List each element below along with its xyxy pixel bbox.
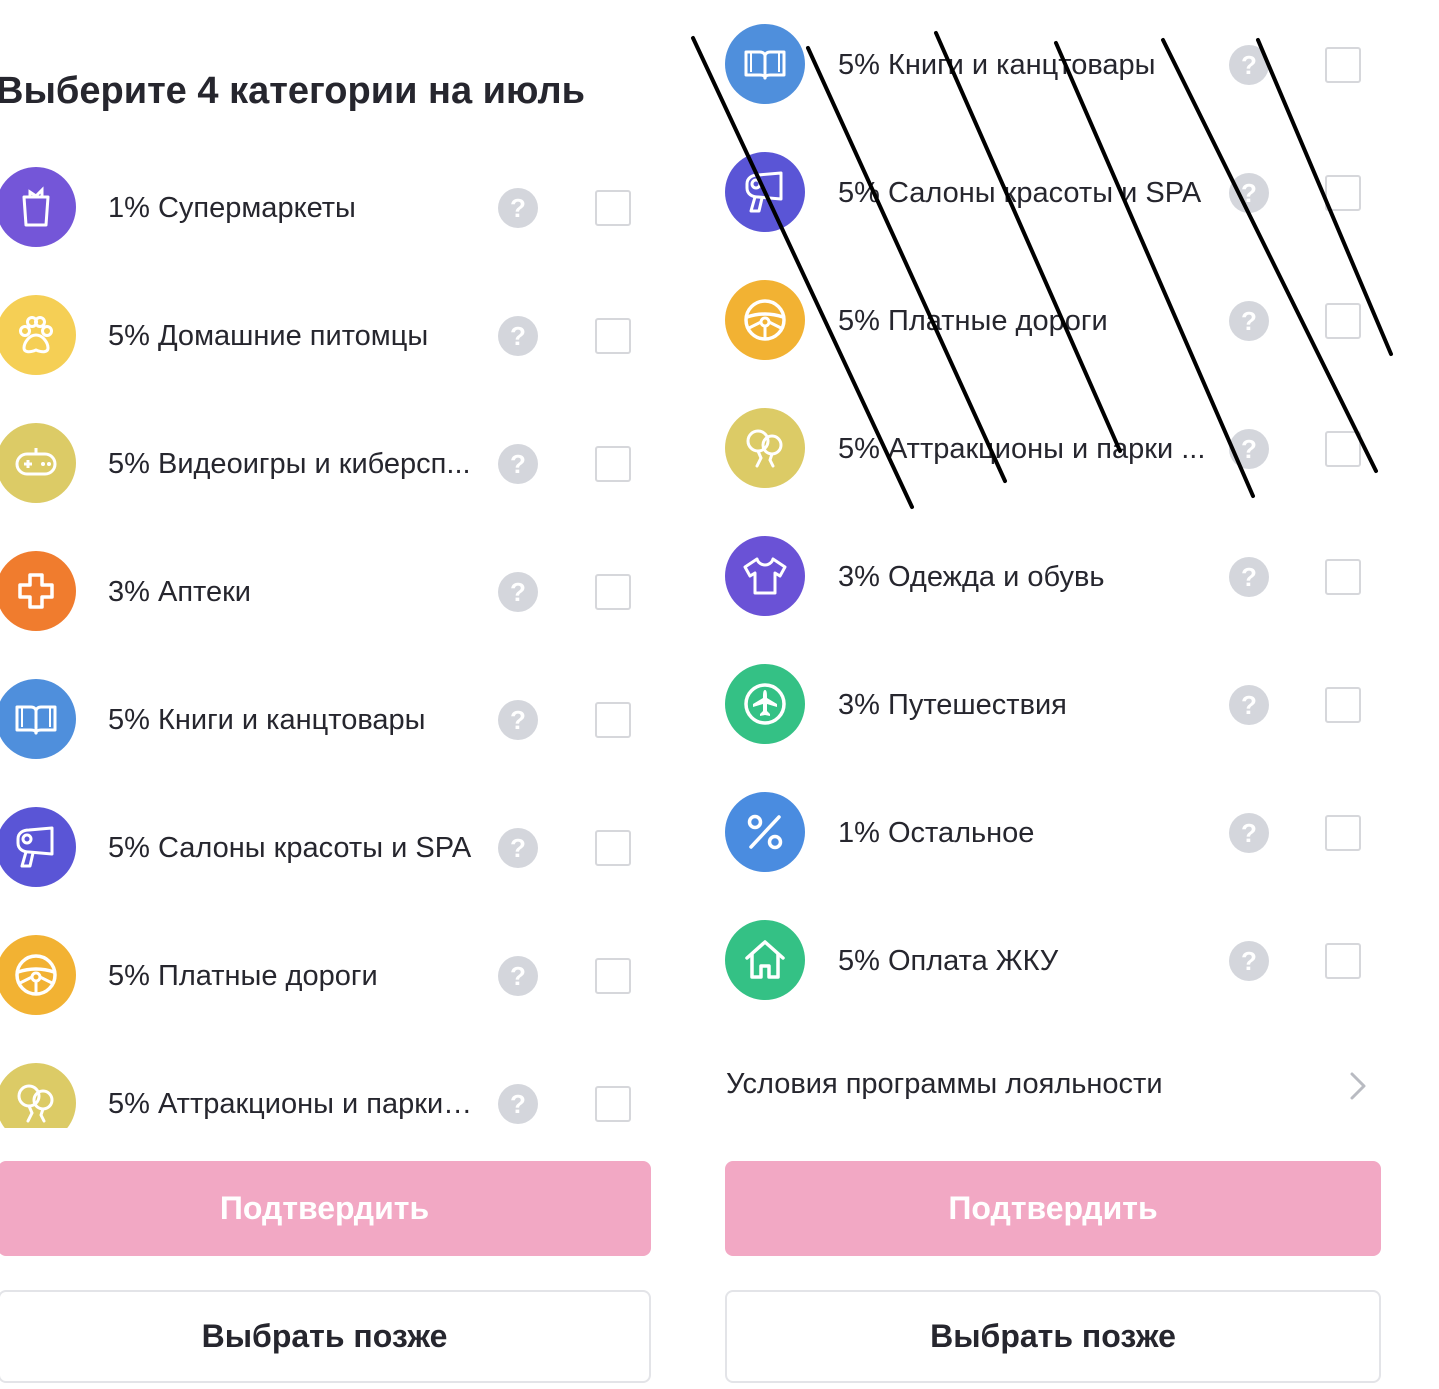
category-label: 5% Салоны красоты и SPA — [838, 177, 1202, 209]
help-icon[interactable]: ? — [1229, 301, 1269, 341]
help-icon[interactable]: ? — [498, 316, 538, 356]
page-title: Выберите 4 категории на июль — [0, 70, 585, 112]
help-icon[interactable]: ? — [1229, 813, 1269, 853]
cross-icon — [0, 551, 76, 631]
balloons-icon — [0, 1063, 76, 1128]
category-checkbox[interactable] — [595, 318, 631, 354]
help-icon[interactable]: ? — [498, 828, 538, 868]
confirm-button[interactable]: Подтвердить — [0, 1161, 651, 1256]
category-label: 3% Путешествия — [838, 689, 1067, 721]
balloons-icon — [725, 408, 805, 488]
hair-dryer-icon — [0, 807, 76, 887]
confirm-button[interactable]: Подтвердить — [725, 1161, 1381, 1256]
choose-later-button[interactable]: Выбрать позже — [0, 1290, 651, 1383]
category-list: Выберите 4 категории на июль 1% Супермар… — [0, 0, 700, 1128]
category-row[interactable]: 5% Платные дороги? — [0, 925, 700, 1025]
right-screen: 5% Книги и канцтовары?5% Салоны красоты … — [700, 0, 1439, 1389]
choose-later-button[interactable]: Выбрать позже — [725, 1290, 1381, 1383]
house-icon — [725, 920, 805, 1000]
category-row[interactable]: 5% Салоны красоты и SPA? — [700, 142, 1439, 242]
t-shirt-icon — [725, 536, 805, 616]
category-label: 5% Платные дороги — [108, 960, 378, 992]
category-row[interactable]: 5% Оплата ЖКУ? — [700, 910, 1439, 1010]
category-checkbox[interactable] — [1325, 303, 1361, 339]
book-icon — [0, 679, 76, 759]
help-icon[interactable]: ? — [498, 956, 538, 996]
category-checkbox[interactable] — [1325, 175, 1361, 211]
help-icon[interactable]: ? — [498, 1084, 538, 1124]
category-label: 5% Аттракционы и парки ... — [838, 433, 1206, 465]
hair-dryer-icon — [725, 152, 805, 232]
category-checkbox[interactable] — [595, 446, 631, 482]
help-icon[interactable]: ? — [1229, 685, 1269, 725]
category-row[interactable]: 5% Видеоигры и киберсп...? — [0, 413, 700, 513]
category-label: 5% Оплата ЖКУ — [838, 945, 1059, 977]
category-label: 3% Аптеки — [108, 576, 251, 608]
category-row[interactable]: 3% Аптеки? — [0, 541, 700, 641]
category-checkbox[interactable] — [595, 830, 631, 866]
category-row[interactable]: 5% Домашние питомцы? — [0, 285, 700, 385]
category-label: 5% Аттракционы и парки ... — [108, 1088, 473, 1120]
book-icon — [725, 24, 805, 104]
category-row[interactable]: 3% Путешествия? — [700, 654, 1439, 754]
category-row[interactable]: 5% Аттракционы и парки ...? — [700, 398, 1439, 498]
airplane-icon — [725, 664, 805, 744]
help-icon[interactable]: ? — [1229, 941, 1269, 981]
help-icon[interactable]: ? — [1229, 429, 1269, 469]
category-row[interactable]: 5% Книги и канцтовары? — [0, 669, 700, 769]
category-checkbox[interactable] — [595, 1086, 631, 1122]
gamepad-icon — [0, 423, 76, 503]
help-icon[interactable]: ? — [1229, 45, 1269, 85]
help-icon[interactable]: ? — [1229, 173, 1269, 213]
category-label: 5% Видеоигры и киберсп... — [108, 448, 471, 480]
steering-wheel-icon — [0, 935, 76, 1015]
category-checkbox[interactable] — [595, 574, 631, 610]
shopping-bag-icon — [0, 167, 76, 247]
category-list: 5% Книги и канцтовары?5% Салоны красоты … — [700, 0, 1439, 1030]
category-checkbox[interactable] — [1325, 943, 1361, 979]
category-checkbox[interactable] — [1325, 687, 1361, 723]
help-icon[interactable]: ? — [1229, 557, 1269, 597]
help-icon[interactable]: ? — [498, 188, 538, 228]
category-row[interactable]: 1% Остальное? — [700, 782, 1439, 882]
category-checkbox[interactable] — [1325, 47, 1361, 83]
steering-wheel-icon — [725, 280, 805, 360]
category-row[interactable]: 1% Супермаркеты? — [0, 157, 700, 257]
left-screen: Выберите 4 категории на июль 1% Супермар… — [0, 0, 700, 1389]
help-icon[interactable]: ? — [498, 700, 538, 740]
paw-icon — [0, 295, 76, 375]
category-label: 3% Одежда и обувь — [838, 561, 1105, 593]
category-label: 5% Книги и канцтовары — [108, 704, 426, 736]
category-checkbox[interactable] — [595, 958, 631, 994]
loyalty-terms-label: Условия программы лояльности — [726, 1068, 1163, 1100]
category-row[interactable]: 5% Аттракционы и парки ...? — [0, 1053, 700, 1128]
category-checkbox[interactable] — [595, 702, 631, 738]
category-row[interactable]: 5% Салоны красоты и SPA? — [0, 797, 700, 897]
chevron-right-icon — [1350, 1072, 1366, 1100]
category-checkbox[interactable] — [595, 190, 631, 226]
category-row[interactable]: 5% Платные дороги? — [700, 270, 1439, 370]
category-label: 5% Домашние питомцы — [108, 320, 429, 352]
help-icon[interactable]: ? — [498, 572, 538, 612]
category-checkbox[interactable] — [1325, 431, 1361, 467]
category-row[interactable]: 3% Одежда и обувь? — [700, 526, 1439, 626]
category-label: 1% Супермаркеты — [108, 192, 356, 224]
category-label: 5% Салоны красоты и SPA — [108, 832, 472, 864]
category-label: 5% Книги и канцтовары — [838, 49, 1156, 81]
category-checkbox[interactable] — [1325, 815, 1361, 851]
category-row[interactable]: 5% Книги и канцтовары? — [700, 14, 1439, 114]
help-icon[interactable]: ? — [498, 444, 538, 484]
loyalty-terms-link[interactable]: Условия программы лояльности — [700, 1058, 1439, 1114]
category-checkbox[interactable] — [1325, 559, 1361, 595]
category-label: 5% Платные дороги — [838, 305, 1108, 337]
category-label: 1% Остальное — [838, 817, 1035, 849]
percent-icon — [725, 792, 805, 872]
